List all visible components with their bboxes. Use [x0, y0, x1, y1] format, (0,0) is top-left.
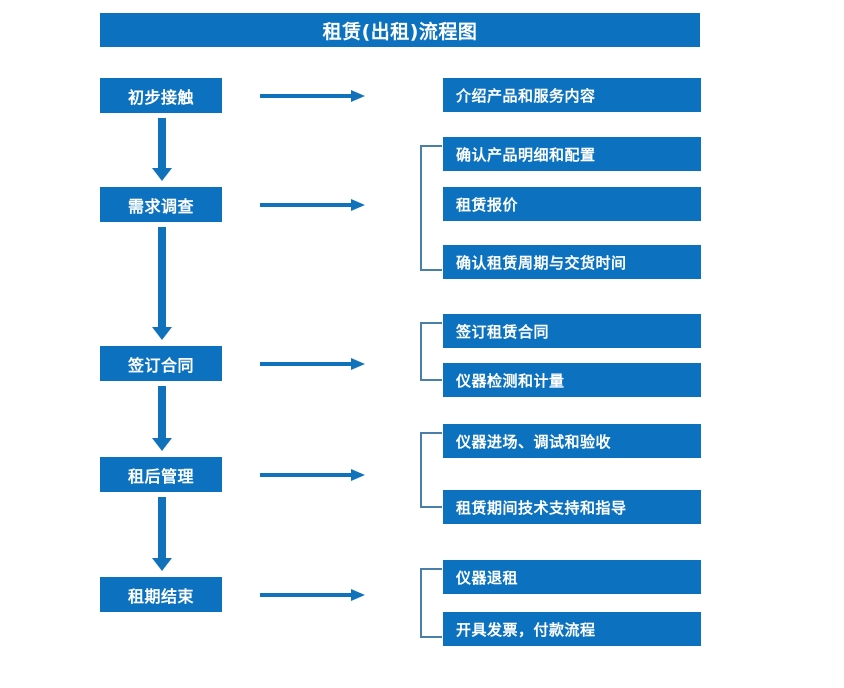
stage-box-lease-end[interactable]: 租期结束 [100, 577, 222, 612]
arrow-head [152, 168, 172, 181]
vertical-arrow-icon [152, 497, 172, 571]
vertical-arrow-icon [152, 118, 172, 181]
group-bracket [420, 145, 442, 271]
arrow-head [351, 358, 365, 370]
arrow-shaft [158, 227, 166, 328]
arrow-shaft [260, 362, 352, 366]
stage-box-demand-survey[interactable]: 需求调查 [100, 187, 222, 222]
detail-box-instrument-entry-commissioning[interactable]: 仪器进场、调试和验收 [443, 424, 701, 458]
arrow-head [351, 469, 365, 481]
arrow-head [152, 558, 172, 571]
arrow-head [351, 90, 365, 102]
stage-box-post-rental-management[interactable]: 租后管理 [100, 457, 222, 492]
arrow-head [152, 327, 172, 340]
horizontal-arrow-icon [260, 197, 365, 213]
vertical-arrow-icon [152, 227, 172, 340]
horizontal-arrow-icon [260, 88, 365, 104]
detail-box-confirm-rental-period[interactable]: 确认租赁周期与交货时间 [443, 245, 701, 279]
arrow-shaft [158, 386, 166, 439]
arrow-head [351, 199, 365, 211]
vertical-arrow-icon [152, 386, 172, 451]
detail-box-rental-quotation[interactable]: 租赁报价 [443, 187, 701, 221]
horizontal-arrow-icon [260, 467, 365, 483]
arrow-head [152, 438, 172, 451]
arrow-head [351, 589, 365, 601]
detail-box-instrument-testing[interactable]: 仪器检测和计量 [443, 363, 701, 397]
arrow-shaft [158, 497, 166, 559]
group-bracket [420, 432, 442, 508]
detail-box-introduce-products[interactable]: 介绍产品和服务内容 [443, 78, 701, 112]
arrow-shaft [158, 118, 166, 169]
horizontal-arrow-icon [260, 356, 365, 372]
horizontal-arrow-icon [260, 587, 365, 603]
detail-box-instrument-return[interactable]: 仪器退租 [443, 560, 701, 594]
arrow-shaft [260, 203, 352, 207]
arrow-shaft [260, 94, 352, 98]
detail-box-sign-rental-contract[interactable]: 签订租赁合同 [443, 314, 701, 348]
detail-box-technical-support[interactable]: 租赁期间技术支持和指导 [443, 490, 701, 524]
stage-box-sign-contract[interactable]: 签订合同 [100, 346, 222, 381]
group-bracket [420, 322, 442, 381]
arrow-shaft [260, 593, 352, 597]
page-title: 租赁(出租)流程图 [100, 13, 700, 47]
detail-box-confirm-product-details[interactable]: 确认产品明细和配置 [443, 137, 701, 171]
stage-box-initial-contact[interactable]: 初步接触 [100, 78, 222, 113]
detail-box-invoice-payment[interactable]: 开具发票，付款流程 [443, 612, 701, 646]
group-bracket [420, 568, 442, 638]
arrow-shaft [260, 473, 352, 477]
